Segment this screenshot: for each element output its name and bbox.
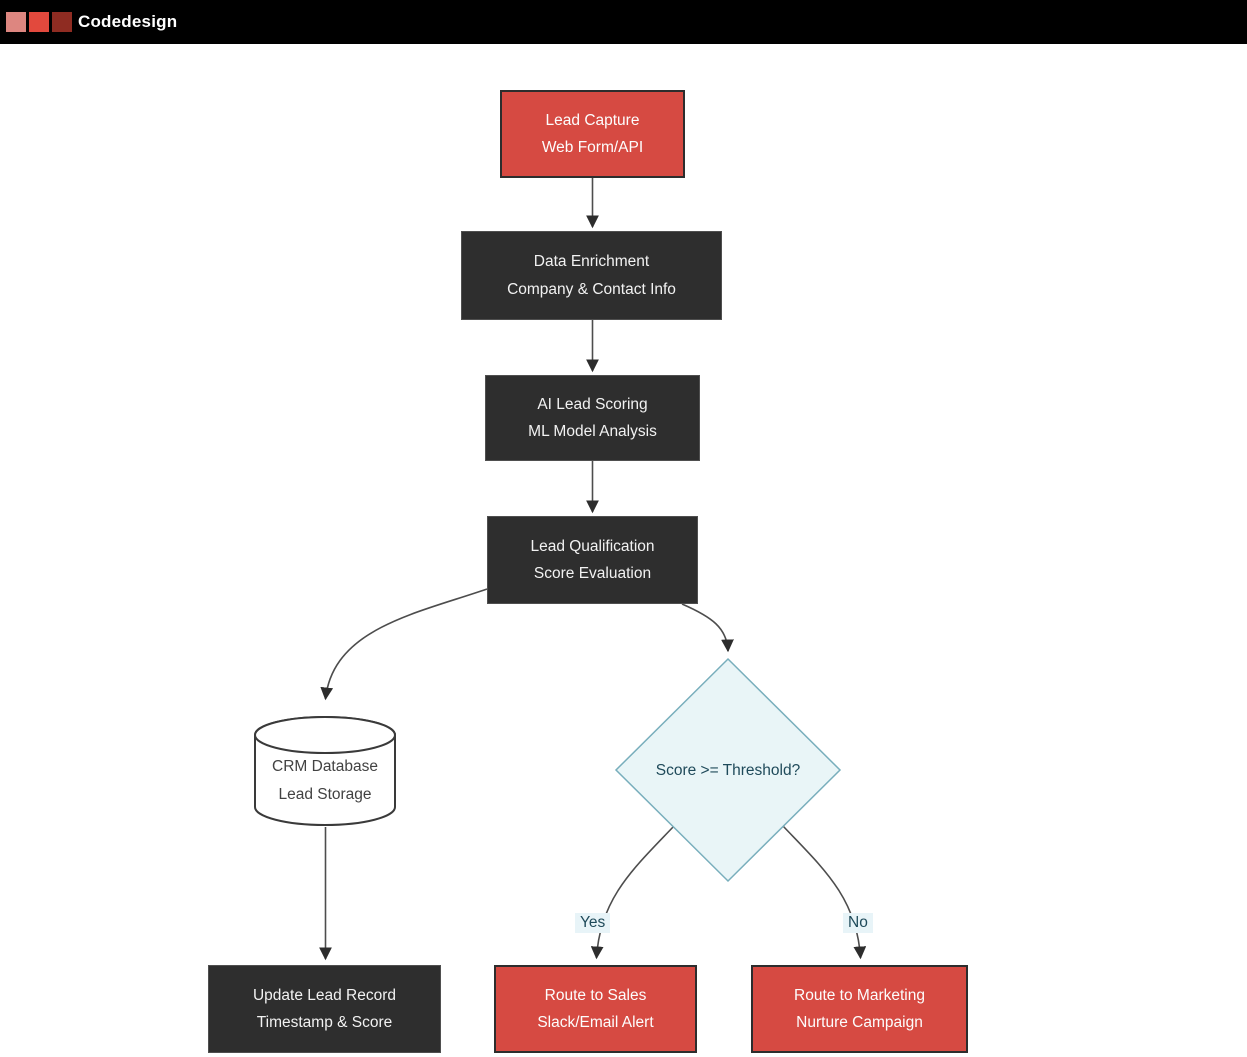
node-sublabel: Nurture Campaign bbox=[796, 1014, 923, 1031]
node-crm-database: CRM Database Lead Storage bbox=[255, 748, 395, 813]
node-sublabel: Company & Contact Info bbox=[507, 280, 676, 298]
edge-label-no: No bbox=[843, 913, 873, 933]
node-sublabel: Timestamp & Score bbox=[256, 1014, 393, 1031]
node-score-threshold: Score >= Threshold? bbox=[618, 756, 838, 786]
logo-square-light-red bbox=[6, 12, 26, 32]
node-label: Score >= Threshold? bbox=[655, 762, 801, 780]
logo-square-red bbox=[29, 12, 49, 32]
edge-qualification-to-crm bbox=[320, 588, 488, 701]
node-ai-lead-scoring: AI Lead Scoring ML Model Analysis bbox=[485, 375, 700, 461]
brand-logo-icon[interactable] bbox=[6, 12, 72, 32]
node-label: Route to Marketing bbox=[794, 986, 925, 1004]
edge-decision-yes bbox=[590, 825, 675, 960]
node-sublabel: Lead Storage bbox=[278, 785, 372, 803]
logo-square-dark-red bbox=[52, 12, 72, 32]
node-label: Update Lead Record bbox=[252, 986, 397, 1004]
edge-decision-no bbox=[782, 825, 867, 960]
node-label: Lead Qualification bbox=[530, 537, 655, 555]
header-bar: Codedesign bbox=[0, 0, 1247, 44]
node-sublabel: Score Evaluation bbox=[533, 565, 652, 582]
node-label: AI Lead Scoring bbox=[537, 395, 648, 413]
node-route-to-sales: Route to Sales Slack/Email Alert bbox=[494, 965, 697, 1053]
edge-qualification-to-decision bbox=[681, 603, 734, 653]
node-label: Lead Capture bbox=[545, 111, 640, 129]
node-label: Route to Sales bbox=[544, 986, 647, 1004]
node-update-lead-record: Update Lead Record Timestamp & Score bbox=[208, 965, 441, 1053]
edge-label-yes: Yes bbox=[575, 913, 611, 933]
brand-name[interactable]: Codedesign bbox=[78, 12, 178, 31]
node-label: CRM Database bbox=[272, 758, 378, 776]
node-lead-qualification: Lead Qualification Score Evaluation bbox=[487, 516, 698, 604]
node-sublabel: Slack/Email Alert bbox=[537, 1014, 654, 1031]
node-sublabel: ML Model Analysis bbox=[528, 423, 657, 440]
node-sublabel: Web Form/API bbox=[541, 139, 644, 156]
node-lead-capture: Lead Capture Web Form/API bbox=[500, 90, 685, 178]
node-data-enrichment: Data Enrichment Company & Contact Info bbox=[461, 231, 722, 320]
node-label: Data Enrichment bbox=[533, 253, 650, 271]
node-route-to-marketing: Route to Marketing Nurture Campaign bbox=[751, 965, 968, 1053]
